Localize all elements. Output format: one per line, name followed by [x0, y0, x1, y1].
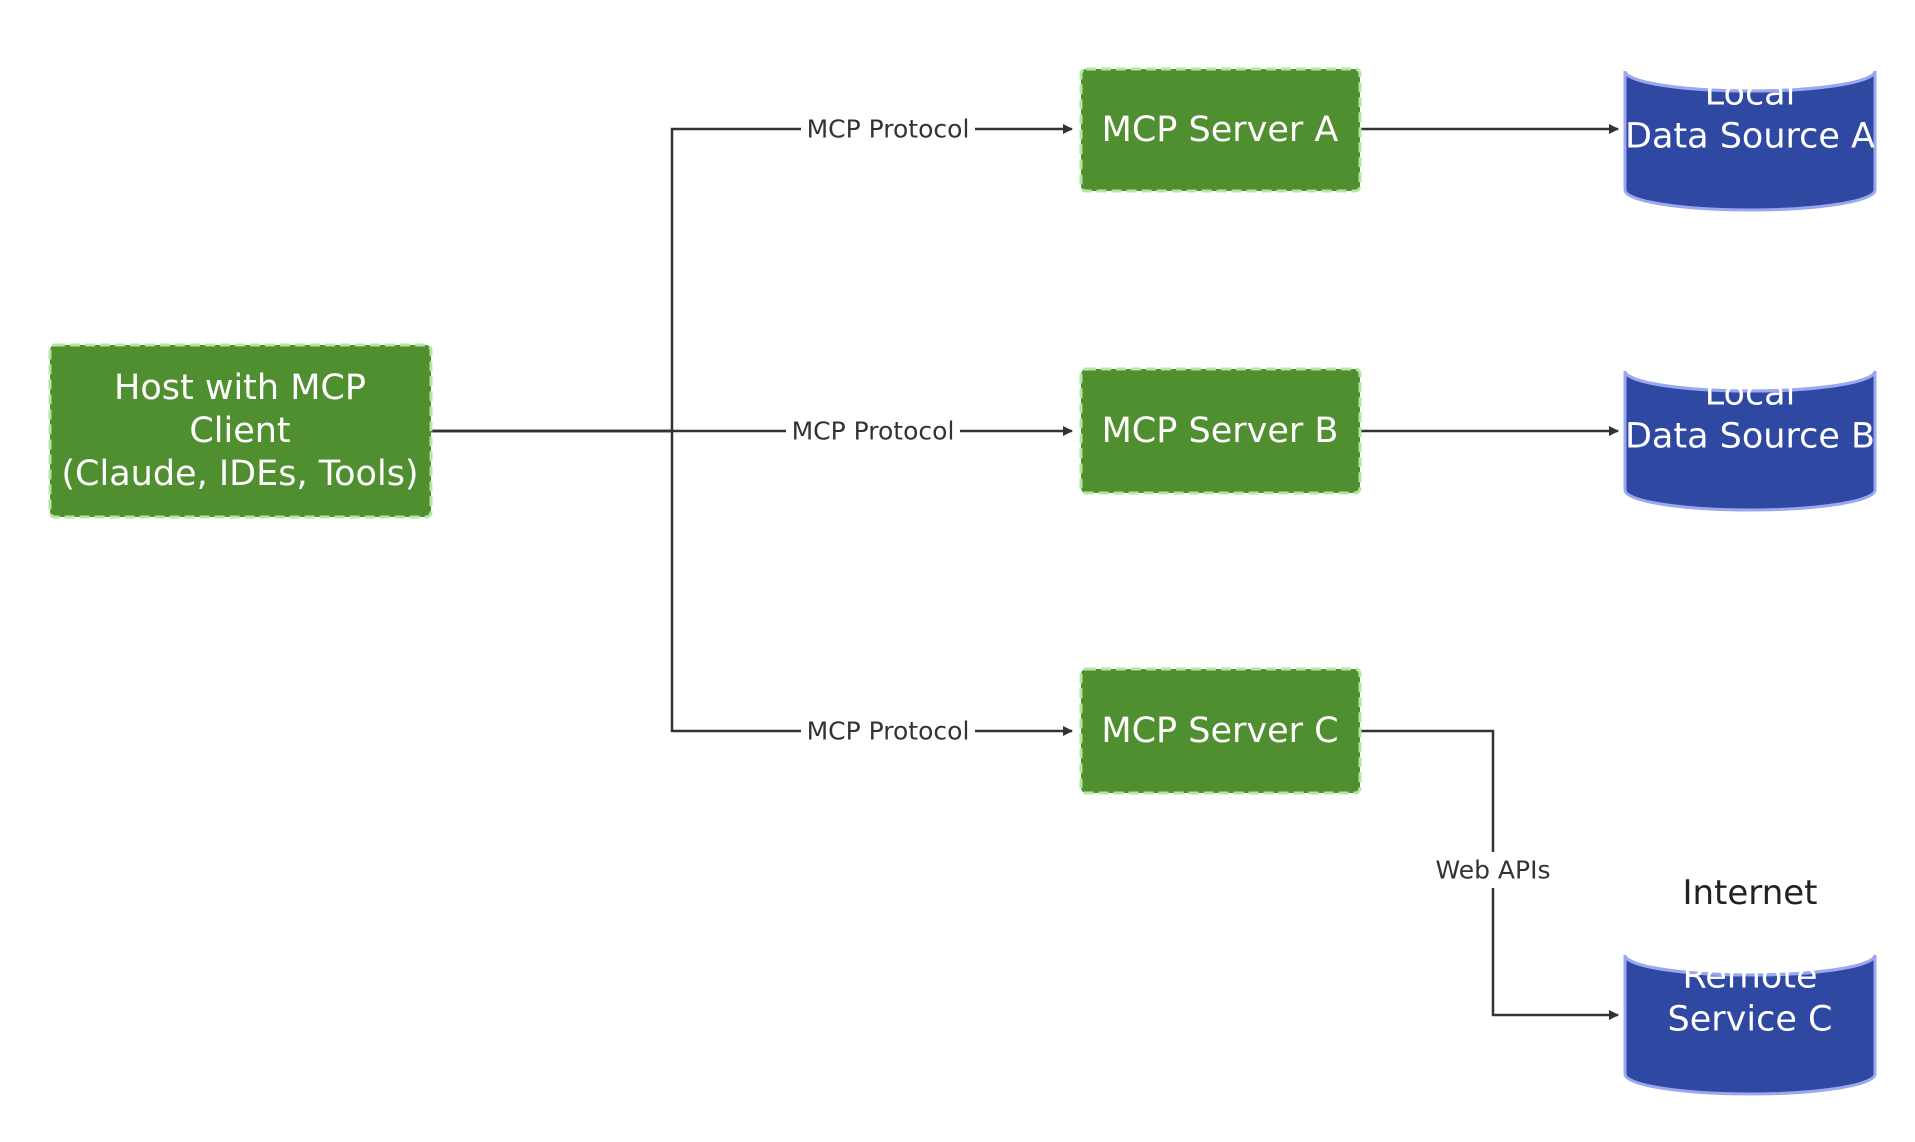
- node-label-line: MCP Server A: [1102, 110, 1339, 150]
- server-c-box: [1079, 667, 1362, 795]
- remote-service-c-cylinder: [1623, 954, 1877, 1096]
- cylinder-top-rim: [1623, 370, 1877, 393]
- server-b-box: [1079, 367, 1362, 495]
- cylinder-top-rim: [1623, 954, 1877, 977]
- node-label-line: (Claude, IDEs, Tools): [61, 454, 418, 494]
- node-label-line: Client: [189, 411, 290, 451]
- cylinder-top-rim: [1623, 70, 1877, 93]
- node-label-line: Data Source A: [1625, 117, 1875, 157]
- server-c-node[interactable]: MCP Server C: [1079, 667, 1362, 795]
- server-a-label: MCP Server A: [1102, 110, 1339, 150]
- node-label-line: Local: [1705, 374, 1796, 414]
- edge-host-to-server-a: [430, 124, 1073, 433]
- server-a-node[interactable]: MCP Server A: [1079, 67, 1362, 193]
- node-label-line: MCP Server C: [1101, 711, 1338, 751]
- data-source-a-cylinder: [1623, 70, 1877, 212]
- node-label-line: Host with MCP: [114, 368, 366, 408]
- node-label-line: Local: [1705, 74, 1796, 114]
- edge-label-web-apis: Web APIs: [1435, 856, 1550, 885]
- server-b-node[interactable]: MCP Server B: [1079, 367, 1362, 495]
- node-label-line: Service C: [1668, 1000, 1833, 1040]
- node-label-line: MCP Server B: [1102, 411, 1339, 451]
- internet-group-title: Internet: [1682, 873, 1817, 913]
- data-source-b-cylinder: [1623, 370, 1877, 512]
- edge-labels: MCP Protocol MCP Protocol MCP Protocol W…: [786, 112, 1558, 888]
- edge-host-to-server-c: [430, 429, 1073, 736]
- server-c-label: MCP Server C: [1101, 711, 1338, 751]
- edge-label-host-to-c: MCP Protocol: [807, 717, 970, 746]
- host-node-box: [48, 343, 433, 519]
- edge-label-host-to-a: MCP Protocol: [807, 115, 970, 144]
- server-a-box: [1079, 67, 1362, 193]
- node-label-line: Data Source B: [1625, 417, 1875, 457]
- edge-label-host-to-b: MCP Protocol: [792, 417, 955, 446]
- node-label-line: Remote: [1682, 957, 1817, 997]
- server-b-label: MCP Server B: [1102, 411, 1339, 451]
